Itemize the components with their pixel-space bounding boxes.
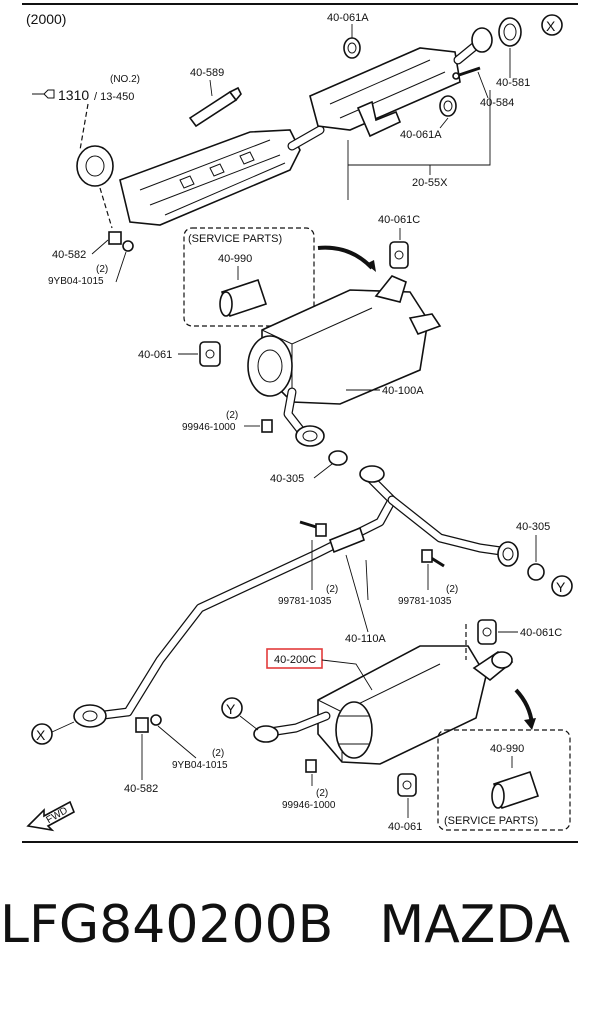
part-number: LFG840200B [0, 895, 334, 955]
qty-2-9yb04-bot: (2) [212, 748, 224, 759]
label-40-061: 40-061 [138, 349, 172, 361]
svg-text:X: X [36, 727, 46, 743]
service-parts-box-top: (SERVICE PARTS) 40-990 [183, 227, 315, 327]
rubber-mount-40-061a-mid [439, 95, 457, 117]
bolt-40-584 [452, 66, 481, 80]
label-40-305-left: 40-305 [270, 473, 304, 485]
gasket-40-305-left [328, 450, 348, 466]
rubber-mount-40-061 [199, 341, 221, 367]
rubber-mount-40-061c-top [389, 241, 409, 269]
label-99946-bot: 99946-1000 [282, 800, 336, 811]
label-40-582-bot: 40-582 [124, 783, 158, 795]
hand-pointer-icon [32, 89, 55, 99]
svg-text:FWD: FWD [45, 805, 70, 826]
rear-muffler-40-200c [253, 645, 514, 765]
qty-2-99781-r: (2) [446, 584, 458, 595]
sealant-tube-40-589 [188, 86, 242, 128]
catalytic-converter-assembly [76, 27, 493, 226]
label-40-200c: 40-200C [274, 654, 316, 666]
arrow-bottom [514, 688, 534, 725]
bolt-99781-left [299, 520, 327, 537]
exhaust-system-diagram: (2000) 1310 (NO.2) / 13-450 X [22, 3, 578, 843]
caption: LFG840200B MAZDA [0, 895, 600, 955]
label-40-061a-mid: 40-061A [400, 129, 442, 141]
label-40-061c-bot: 40-061C [520, 627, 562, 639]
label-40-061a-top: 40-061A [327, 12, 369, 24]
svg-text:X: X [546, 18, 556, 34]
label-40-990-bot: 40-990 [490, 743, 524, 755]
circle-y-right: Y [551, 575, 573, 597]
muffler-40-100a [247, 275, 442, 447]
label-99781-l: 99781-1035 [278, 596, 332, 607]
year-label: (2000) [26, 11, 66, 27]
ref-no2: (NO.2) [110, 74, 140, 85]
label-9yb04-bot: 9YB04-1015 [172, 760, 228, 771]
qty-2-99946-top: (2) [226, 410, 238, 421]
qty-2-99946-bot: (2) [316, 788, 328, 799]
label-40-061-bot: 40-061 [388, 821, 422, 833]
service-parts-title-bot: (SERVICE PARTS) [444, 815, 538, 827]
ref-1310: 1310 [58, 87, 89, 103]
label-99946-top: 99946-1000 [182, 422, 236, 433]
label-9yb04-top: 9YB04-1015 [48, 276, 104, 287]
qty-2-99781-l: (2) [326, 584, 338, 595]
rubber-mount-40-061c-bot [477, 619, 497, 645]
circle-y-left: Y [221, 697, 243, 719]
label-40-589: 40-589 [190, 67, 224, 79]
svg-text:Y: Y [226, 701, 236, 717]
label-40-990-top: 40-990 [218, 253, 252, 265]
label-40-100a: 40-100A [382, 385, 424, 397]
svg-text:Y: Y [556, 579, 566, 595]
brand: MAZDA [379, 895, 571, 955]
nut-40-582-top [108, 231, 134, 252]
label-40-584: 40-584 [480, 97, 514, 109]
highlight-40-200c [266, 648, 323, 669]
nut-99946-top [261, 419, 273, 433]
arrow-top [317, 245, 374, 270]
label-40-110a: 40-110A [345, 633, 386, 645]
reference-pointer: 1310 (NO.2) / 13-450 [32, 74, 140, 151]
service-parts-box-bot: 40-990 (SERVICE PARTS) [437, 729, 571, 831]
circle-x-top: X [541, 14, 563, 36]
nut-99946-bot [305, 759, 317, 773]
label-99781-r: 99781-1035 [398, 596, 452, 607]
fwd-arrow-icon: FWD [26, 800, 76, 832]
rubber-mount-40-061-bot [397, 773, 417, 797]
nut-40-582-bot [135, 714, 162, 733]
circle-x-left: X [31, 723, 53, 745]
gasket-40-581 [498, 17, 522, 47]
label-40-061c-top: 40-061C [378, 214, 420, 226]
service-parts-title-top: (SERVICE PARTS) [188, 233, 282, 245]
gasket-40-305-right [527, 563, 545, 581]
label-40-581: 40-581 [496, 77, 530, 89]
middle-pipe-40-110a [73, 465, 519, 728]
label-40-305-right: 40-305 [516, 521, 550, 533]
label-40-582-top: 40-582 [52, 249, 86, 261]
bolt-99781-right [421, 549, 445, 568]
qty-2-top: (2) [96, 264, 108, 275]
label-20-55x: 20-55X [412, 177, 448, 189]
rubber-mount-40-061a-top [343, 37, 361, 59]
ref-sub: / 13-450 [94, 91, 134, 103]
